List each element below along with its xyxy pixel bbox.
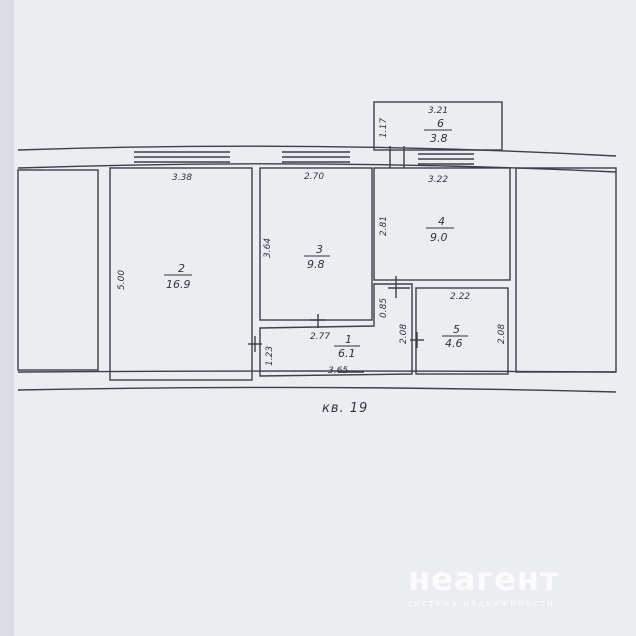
window-room3 [282,151,350,163]
room-6-outline [373,101,503,151]
dim-room5-right: 2.08 [497,324,507,344]
room-labels: 2 16.9 3 9.8 4 9.0 1 6.1 5 4.6 6 3.8 [164,117,468,360]
window-room2 [134,151,230,163]
room-3-area: 9.8 [307,258,325,271]
dim-room3-height: 3.64 [263,238,273,258]
watermark-brand: неагент [408,560,559,598]
room-3-number: 3 [316,243,323,256]
dim-room2-height: 5.00 [117,270,127,290]
watermark: неагент система недвижимости [408,560,559,609]
dim-room2-width: 3.38 [172,173,192,183]
dim-room1-height: 1.23 [265,346,275,366]
dim-room1-bottom: 3.65 [328,366,348,376]
room-2-outline [109,167,253,381]
room-5-number: 5 [453,323,460,336]
room-1-outline [259,283,413,377]
room-1-area: 6.1 [338,347,356,360]
dimension-labels: 3.38 5.00 2.70 3.64 3.22 2.81 3.21 1.17 … [117,106,507,376]
walls [17,101,617,393]
neighbor-left [17,169,99,371]
dim-room5-left: 2.08 [399,324,409,344]
dim-room1-width: 2.77 [310,332,330,342]
window-room4 [418,153,474,165]
watermark-tagline: система недвижимости [408,599,555,609]
dim-room6-height: 1.17 [379,118,389,138]
room-4-outline [373,167,511,281]
paper-edge-shadow [0,0,14,636]
apartment-caption: кв. 19 [322,401,368,416]
room-2-number: 2 [178,262,185,275]
room-6-number: 6 [437,117,444,130]
dim-room5-width: 2.22 [450,292,470,302]
dim-room6-width: 3.21 [428,106,448,116]
room-6-area: 3.8 [430,132,448,145]
room-1-number: 1 [345,333,352,346]
top-wall-outer [17,145,617,157]
room-4-number: 4 [438,215,445,228]
dim-room4-height: 2.81 [379,216,389,236]
neighbor-right [515,167,617,373]
room-4-area: 9.0 [430,231,448,244]
dim-room4-width: 3.22 [428,175,448,185]
room-5-outline [415,287,509,375]
dim-corridor-gap: 0.85 [379,298,389,318]
dim-room3-width: 2.70 [304,172,324,182]
room-2-area: 16.9 [166,278,191,291]
room-5-area: 4.6 [445,337,463,350]
bottom-wall-outer [17,386,617,393]
